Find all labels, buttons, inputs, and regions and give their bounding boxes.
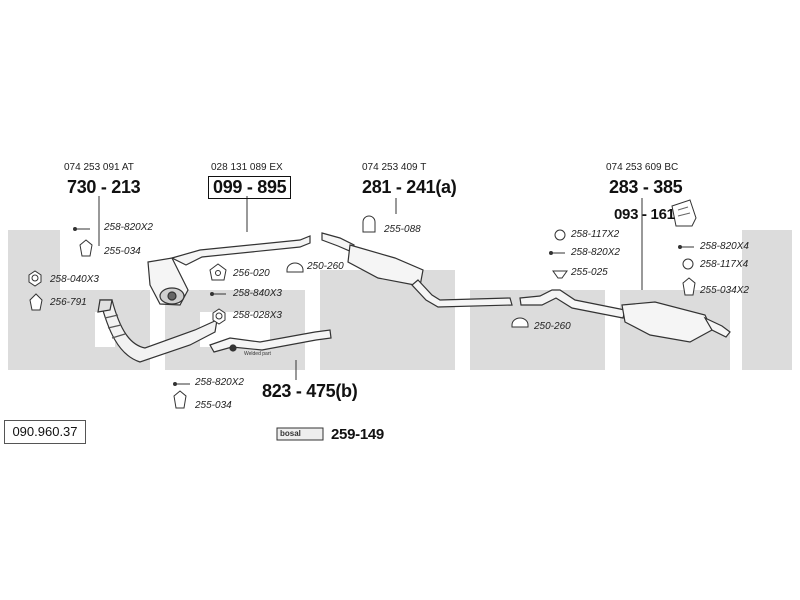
accessory-label[interactable]: 255-025: [571, 267, 608, 278]
accessory-label[interactable]: 258-820X2: [195, 377, 244, 388]
part-number-rear-box[interactable]: 093 - 161: [614, 206, 675, 223]
rear-silencer: [519, 289, 731, 343]
accessory-label[interactable]: 258-820X2: [104, 222, 153, 233]
part-number-4[interactable]: 283 - 385: [609, 177, 683, 197]
accessory-label[interactable]: 250-260: [307, 261, 344, 272]
welded-part-note: Welded part: [244, 351, 271, 357]
part-number-front-pipe[interactable]: 823 - 475(b): [262, 381, 358, 401]
front-pipe: [97, 299, 218, 363]
part-number-3[interactable]: 281 - 241(a): [362, 177, 457, 197]
accessory-icons: [28, 199, 697, 441]
diagram-number: 090.960.37: [4, 420, 86, 444]
accessory-label[interactable]: 255-034X2: [700, 285, 749, 296]
accessory-label[interactable]: 256-020: [233, 268, 270, 279]
part-number-kit[interactable]: 259-149: [331, 426, 384, 443]
accessory-label[interactable]: 258-040X3: [50, 274, 99, 285]
accessory-label[interactable]: 250-260: [534, 321, 571, 332]
catalytic-converter: [147, 235, 311, 306]
leader-lines: [98, 196, 643, 380]
oe-number-1: 074 253 091 AT: [64, 162, 134, 173]
accessory-label[interactable]: 258-820X2: [571, 247, 620, 258]
mid-pipe-b: [209, 329, 332, 353]
part-number-2[interactable]: 099 - 895: [208, 176, 292, 199]
kit-logo: bosal: [280, 429, 301, 438]
accessory-label[interactable]: 258-840X3: [233, 288, 282, 299]
accessory-label[interactable]: 255-034: [104, 246, 141, 257]
accessory-label[interactable]: 255-034: [195, 400, 232, 411]
oe-number-2: 028 131 089 EX: [211, 162, 283, 173]
part-number-1[interactable]: 730 - 213: [67, 177, 141, 197]
oe-number-4: 074 253 609 BC: [606, 162, 679, 173]
accessory-label[interactable]: 256-791: [50, 297, 87, 308]
centre-silencer: [321, 232, 513, 308]
accessory-label[interactable]: 258-028X3: [233, 310, 282, 321]
oe-number-3: 074 253 409 T: [362, 162, 427, 173]
accessory-label[interactable]: 258-117X4: [700, 259, 749, 270]
accessory-label[interactable]: 255-088: [384, 224, 421, 235]
accessory-label[interactable]: 258-117X2: [571, 229, 620, 240]
accessory-label[interactable]: 258-820X4: [700, 241, 749, 252]
